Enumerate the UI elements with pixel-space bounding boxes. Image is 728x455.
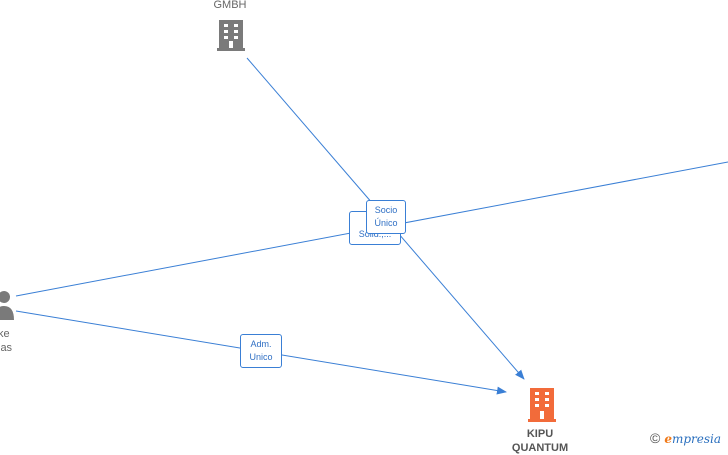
edge-label-socio-line2: Único xyxy=(374,218,398,228)
main-company-label-line1: KIPU xyxy=(526,428,554,440)
person-label-line2: ias xyxy=(0,342,13,354)
company-label-gmbh[interactable]: GMBH xyxy=(213,0,247,11)
main-company-label-line2: QUANTUM xyxy=(511,442,569,454)
edge-label-adm-line2: Unico xyxy=(249,352,273,362)
edge-label-socio-line1: Socio xyxy=(374,205,398,215)
person-icon[interactable] xyxy=(0,291,14,320)
empresia-watermark: ©empresia xyxy=(650,430,721,446)
main-company-building-icon[interactable] xyxy=(528,388,556,422)
brand-name: mpresia xyxy=(671,432,722,446)
brand-initial: e xyxy=(664,432,672,446)
edge-label-socio-unico[interactable]: Socio Único xyxy=(366,200,406,234)
company-building-icon[interactable] xyxy=(217,20,245,51)
edge-label-behind-line2: Solid.,... xyxy=(358,229,392,239)
person-label-line1: ke xyxy=(0,328,10,340)
edge-label-adm-line1: Adm. xyxy=(250,339,272,349)
main-company-label[interactable]: KIPU QUANTUM xyxy=(500,427,580,455)
person-label[interactable]: ke ias xyxy=(0,327,16,355)
edge-label-adm-unico[interactable]: Adm. Unico xyxy=(240,334,282,368)
copyright-symbol: © xyxy=(650,430,661,446)
